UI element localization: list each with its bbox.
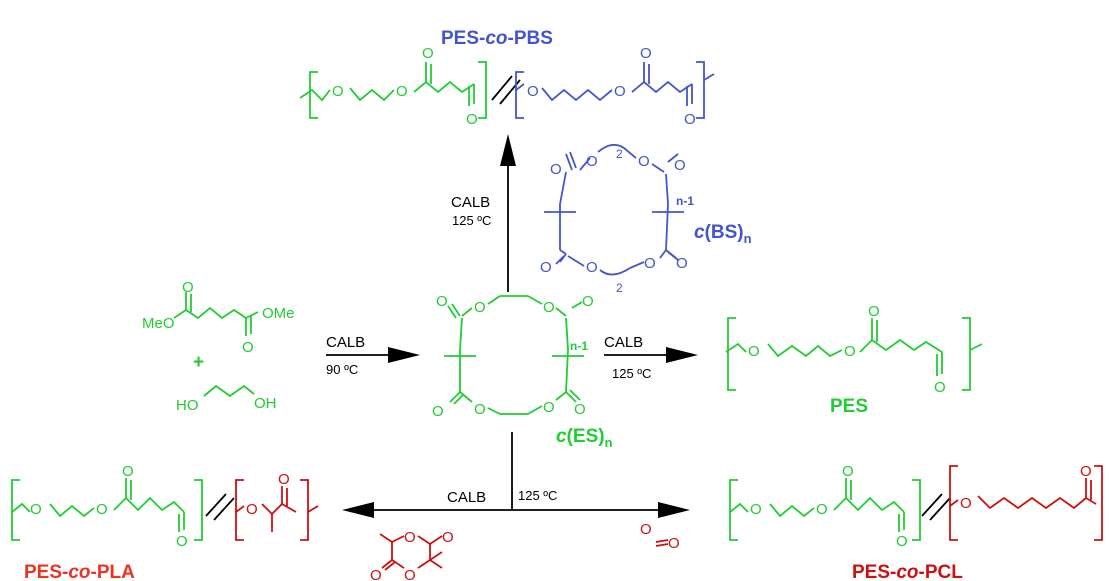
atom-o: O — [182, 279, 194, 296]
atom-o: O — [816, 501, 828, 518]
arrow-down-split — [372, 432, 660, 511]
pes-pbs-green-segment — [299, 61, 487, 119]
atom-o: O — [676, 255, 688, 272]
step1-catalyst: CALB — [326, 334, 365, 351]
plus-sign: + — [193, 352, 204, 373]
down-catalyst: CALB — [447, 489, 486, 506]
atom-o: O — [540, 259, 552, 276]
atom-o: O — [442, 529, 454, 546]
pes-co-pla-title: PES-co-PLA — [24, 562, 135, 581]
atom-o: O — [844, 343, 856, 360]
atom-o: O — [668, 535, 680, 552]
oh-label: OH — [254, 395, 277, 412]
atom-o: O — [586, 259, 598, 276]
bracket-right-blue — [696, 61, 705, 119]
arrow-right-head — [658, 502, 690, 518]
atom-o: O — [474, 299, 486, 316]
atom-o: O — [750, 501, 762, 518]
atom-o: O — [934, 379, 946, 396]
arrow-left-head — [342, 502, 374, 518]
pes-pla-green-segment — [11, 478, 203, 541]
atom-o: O — [644, 255, 656, 272]
dimethyl-succinate — [173, 292, 259, 336]
atom-o: O — [176, 533, 188, 550]
pes-pbs-blue-segment — [515, 61, 715, 119]
atom-o: O — [640, 521, 652, 538]
subscript-two: 2 — [616, 147, 623, 161]
bracket-left-blue — [515, 71, 524, 119]
atom-o: O — [674, 157, 686, 174]
atom-o: O — [1080, 463, 1092, 480]
arrow-to-pes-head — [666, 347, 698, 363]
atom-o: O — [614, 83, 626, 100]
atom-o: O — [586, 153, 598, 170]
pes-co-pcl-title: PES-co-PCL — [852, 562, 963, 581]
ome-label: OMe — [262, 305, 295, 322]
atom-o: O — [550, 161, 562, 178]
ho-label: HO — [176, 397, 199, 414]
meo-label: MeO — [142, 315, 175, 332]
atom-o: O — [246, 501, 258, 518]
atom-o: O — [543, 399, 555, 416]
atom-o: O — [332, 83, 344, 100]
atom-o: O — [868, 303, 880, 320]
break-symbol-right — [921, 493, 951, 521]
ethylene-glycol — [203, 384, 255, 398]
n-minus-1-label: n-1 — [676, 194, 694, 208]
atom-o: O — [896, 533, 908, 550]
atom-o: O — [96, 501, 108, 518]
right-temp: 125 ºC — [612, 366, 651, 381]
caprolactone — [655, 539, 669, 547]
atom-o: O — [370, 567, 382, 581]
atom-o: O — [582, 293, 594, 310]
n-minus-1-label: n-1 — [570, 339, 588, 353]
atom-o: O — [436, 293, 448, 310]
atom-o: O — [960, 495, 972, 512]
pes-pla-red-segment — [235, 479, 319, 541]
atom-o: O — [640, 45, 652, 62]
up-temp: 125 ºC — [452, 213, 491, 228]
atom-o: O — [466, 111, 478, 128]
pes-pcl-red-segment — [949, 465, 1103, 541]
atom-o: O — [30, 501, 42, 518]
atom-o: O — [432, 403, 444, 420]
atom-o: O — [242, 339, 254, 356]
pes-pcl-green-segment — [729, 478, 921, 541]
subscript-two: 2 — [616, 281, 623, 295]
right-catalyst: CALB — [604, 334, 643, 351]
atom-o: O — [842, 463, 854, 480]
down-temp: 125 ºC — [518, 488, 557, 503]
atom-o: O — [527, 83, 539, 100]
arrow-up-head — [500, 134, 516, 166]
atom-o: O — [404, 567, 416, 581]
break-symbol-left — [205, 493, 235, 521]
atom-o: O — [474, 401, 486, 418]
pes-title: PES — [830, 396, 868, 417]
atom-o: O — [684, 111, 696, 128]
arrow-step1-head — [388, 347, 420, 363]
atom-o: O — [422, 45, 434, 62]
atom-o: O — [574, 401, 586, 418]
atom-o: O — [638, 153, 650, 170]
lactide — [379, 533, 443, 571]
ces-macrocycle — [444, 295, 584, 415]
bracket-right-green — [478, 61, 487, 119]
up-catalyst: CALB — [451, 194, 490, 211]
step1-temp: 90 ºC — [326, 362, 358, 377]
bracket-left-green — [309, 71, 318, 119]
atom-o: O — [278, 471, 290, 488]
pes-polymer — [725, 317, 983, 391]
atom-o: O — [122, 463, 134, 480]
atom-o: O — [404, 529, 416, 546]
pes-co-pbs-title: PES-co-PBS — [441, 28, 553, 49]
cbs-macrocycle — [544, 143, 684, 276]
ces-label: c(ES)n — [556, 426, 613, 450]
atom-o: O — [396, 83, 408, 100]
cbs-label: c(BS)n — [694, 222, 752, 246]
atom-o: O — [543, 299, 555, 316]
atom-o: O — [748, 343, 760, 360]
